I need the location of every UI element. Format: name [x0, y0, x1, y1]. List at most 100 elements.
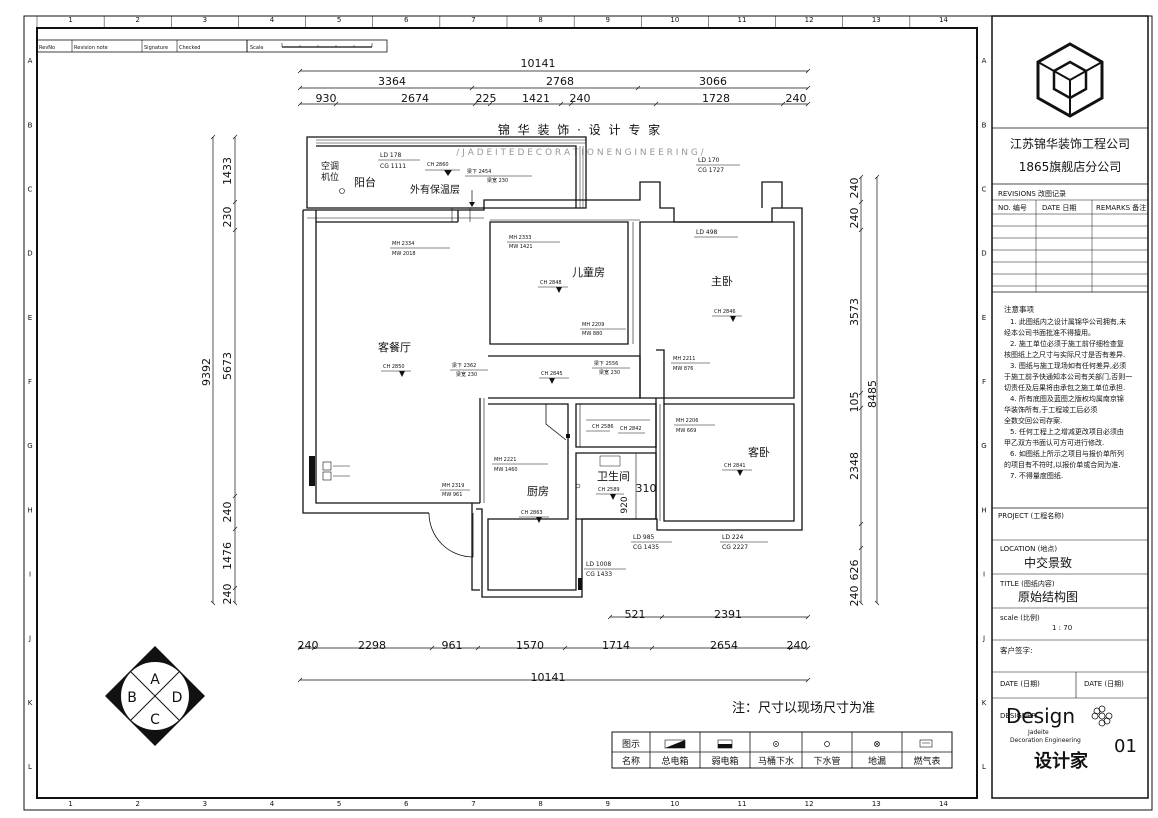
dim-left-4: 240	[221, 502, 234, 523]
ann-ld1008: LD 1008	[586, 561, 611, 568]
room-kids: 儿童房	[572, 265, 605, 279]
ann-beam-a1: 梁下 2454	[467, 168, 491, 175]
dim-left-6: 240	[221, 584, 234, 605]
grid-col-label: 9	[605, 800, 609, 808]
dim-bottom-4: 1570	[516, 639, 544, 652]
client-signature: 客户签字:	[1000, 645, 1033, 655]
location-value: 中交景致	[1024, 555, 1072, 570]
dim-bottom-1: 240	[298, 639, 319, 652]
grid-row-label: I	[983, 570, 985, 578]
dim-left-5: 1476	[221, 542, 234, 570]
ann-mh2319: MH 2319	[442, 483, 464, 489]
room-master-bedroom: 主卧	[711, 275, 733, 288]
ann-ch2850: CH 2850	[383, 364, 405, 370]
bathroom-fixture	[599, 455, 621, 467]
legend-item-1: 总电箱	[661, 755, 688, 767]
note-line: 核图纸上之尺寸与实际尺寸是否有差异.	[1004, 350, 1125, 359]
room-aircon-line1: 空调	[321, 160, 339, 172]
pipe-shaft	[578, 578, 582, 590]
rev-col-remarks: REMARKS 备注	[1096, 203, 1146, 212]
dim-total-top: 10141	[521, 57, 556, 70]
dim-bottom-2: 2298	[358, 639, 386, 652]
ann-cg1435: CG 1435	[633, 544, 659, 551]
grid-row-label: G	[981, 442, 986, 450]
grid-row-label: K	[28, 699, 33, 707]
note-line: 6. 如图纸上所示之项目与报价单所列	[1010, 449, 1124, 458]
ann-ld498: LD 498	[696, 229, 718, 236]
weak-current-box-icon	[322, 471, 332, 481]
grid-row-label: E	[982, 314, 986, 322]
ann-ch2860: CH 2860	[427, 162, 449, 168]
grid-row-label: H	[981, 506, 986, 514]
dim-top-mid-3: 3066	[699, 75, 727, 88]
company-logo	[1036, 42, 1104, 118]
ann-beam-a2: 梁宽 230	[487, 177, 508, 184]
distribution-board-wall	[309, 456, 315, 486]
dim-bottom-upper-1: 521	[625, 608, 646, 621]
dim-bottom-upper-2: 2391	[714, 608, 742, 621]
note-line: 切责任及后果将由承包之施工单位承担.	[1004, 383, 1125, 392]
grid-col-label: 4	[270, 16, 275, 24]
grid-row-label: D	[27, 250, 32, 258]
date-label-1: DATE (日期)	[1000, 680, 1040, 688]
gas-meter-symbol-icon	[919, 739, 933, 748]
rev-signature-label: Signature	[144, 45, 168, 51]
company-branch: 1865旗舰店分公司	[1019, 159, 1122, 174]
grid-col-label: 14	[939, 800, 948, 808]
room-aircon-line2: 机位	[321, 171, 339, 183]
ann-ch2846: CH 2846	[714, 309, 736, 315]
grid-col-label: 8	[538, 800, 542, 808]
dim-bottom-6: 2654	[710, 639, 738, 652]
note-line: 华装饰所有,于工程竣工后必须	[1004, 405, 1097, 414]
dim-left-1: 1433	[221, 157, 234, 185]
ann-ch2842: CH 2842	[620, 426, 642, 432]
grid-col-label: 11	[738, 800, 747, 808]
revisions-title: REVISIONS 改图记录	[998, 189, 1066, 198]
dim-top-low-4: 1421	[522, 92, 550, 105]
ann-ld178: LD 178	[380, 152, 402, 159]
grid-col-label: 12	[805, 800, 814, 808]
grid-col-label: 1	[68, 800, 72, 808]
grid-col-label: 6	[404, 800, 409, 808]
ann-mw880: MW 880	[582, 331, 602, 337]
grid-col-label: 4	[270, 800, 275, 808]
ann-mw2018: MW 2018	[392, 251, 416, 257]
logo-design-text: Design	[1006, 704, 1075, 728]
dim-top-low-1: 930	[316, 92, 337, 105]
ann-mw876: MW 876	[673, 366, 693, 372]
ann-cg1727: CG 1727	[698, 167, 724, 174]
grid-row-label: A	[982, 57, 987, 65]
ann-beam-c2: 梁宽 230	[599, 369, 620, 376]
dim-top-low-2: 2674	[401, 92, 429, 105]
grid-col-label: 2	[135, 800, 139, 808]
dim-right-4: 105	[848, 392, 861, 413]
grid-col-label: 9	[605, 16, 609, 24]
dim-top-low-3: 225	[476, 92, 497, 105]
dim-right-2: 240	[848, 208, 861, 229]
ann-ld170: LD 170	[698, 157, 720, 164]
dim-misc-310: 310	[636, 482, 657, 495]
drain-pipe-symbol-icon	[824, 741, 830, 747]
logo-sub-text-2: Decoration Engineering	[1010, 737, 1081, 744]
banner-english: / J A D E I T E D E C O R A T I O N E N …	[456, 148, 704, 158]
ann-ch2586: CH 2586	[592, 424, 614, 430]
sheet-number: 01	[1114, 736, 1137, 757]
dim-left-total: 9392	[200, 358, 213, 386]
ann-mh2333: MH 2333	[509, 235, 531, 241]
ann-mh2209: MH 2209	[582, 322, 604, 328]
legend-item-5: 地漏	[868, 755, 886, 767]
logo-chinese: 设计家	[1034, 750, 1089, 772]
note-line: 1. 此图纸内之设计属锦华公司拥有,未	[1010, 317, 1126, 326]
ann-mh2221: MH 2221	[494, 457, 516, 463]
legend-header: 图示	[622, 739, 640, 750]
grid-col-label: 3	[203, 16, 207, 24]
grid-col-label: 2	[135, 16, 139, 24]
grid-col-label: 5	[337, 16, 341, 24]
note-line: 于施工前予快通知本公司有关部门,否则一	[1004, 372, 1132, 381]
room-guest-bedroom: 客卧	[748, 445, 770, 459]
ann-mh2334: MH 2334	[392, 241, 414, 247]
dim-right-3: 3573	[848, 298, 861, 326]
legend-item-4: 下水管	[813, 755, 840, 767]
legend-name-header: 名称	[622, 755, 640, 767]
dim-right-1: 240	[848, 178, 861, 199]
